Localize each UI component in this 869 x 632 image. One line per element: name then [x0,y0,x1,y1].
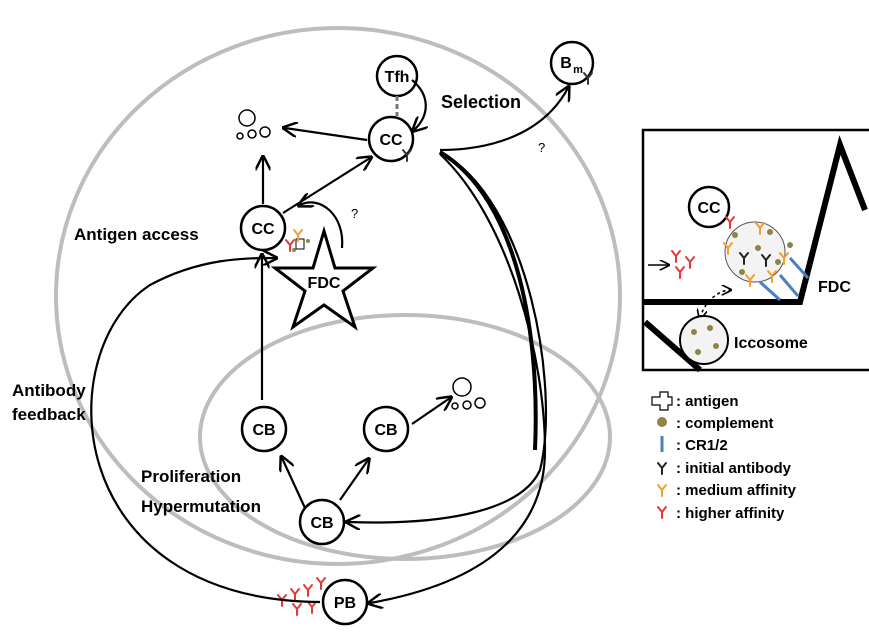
inset-cc-cell [687,185,731,229]
legend-item-receptor: : CR1/2 [660,436,728,454]
question-mark-fdc: ? [351,206,358,221]
antigen-access-label: Antigen access [74,225,199,244]
legend-label-higher: : higher affinity [676,505,785,522]
arrow-cc-to-memory [439,88,568,152]
selection-label: Selection [441,92,521,112]
cb-right-label: CB [374,422,397,439]
legend-label-initial: : initial antibody [676,460,792,477]
question-mark-memory: ? [538,140,545,155]
iccosome-circle [679,315,729,365]
bm-subscript: m [573,64,583,76]
arrow-cb-to-apoptosis [411,398,450,425]
legend-item-antigen: : antigen [651,391,739,411]
iccosome-label: Iccosome [734,335,808,352]
arrow-cc-middle-to-cc-top [282,158,370,214]
legend-item-higher-affinity: : higher affinity [657,505,785,522]
arrows [90,79,568,604]
fdc-star-icon [270,225,378,331]
complement-icon [657,417,667,427]
arrow-cb-bottom-to-cb-right [339,460,368,501]
cc-middle-label: CC [251,221,275,238]
dark-zone-outline [198,313,612,561]
inset-panel: FDC CC [641,128,869,373]
legend-item-complement: : complement [657,415,774,432]
medium-affinity-icon [657,484,667,497]
pb-antibodies-icon [277,577,326,616]
legend-label-antigen: : antigen [676,393,739,410]
pb-cell: PB [321,578,369,626]
antibody-feedback-label-line1: Antibody [12,381,86,400]
antigen-icon [651,391,673,411]
light-zone-outline [54,26,622,566]
inset-receptors-icon [758,256,810,302]
hypermutation-label: Hypermutation [141,497,261,516]
inset-cc-label: CC [697,200,721,217]
immune-complex-icon [292,238,310,252]
cb-cell-left: CB [240,405,288,453]
bm-cell: B m [549,40,595,86]
antibody-feedback-label-line2: feedback [12,405,86,424]
inset-immune-complex-icon [723,221,793,287]
arrow-antibody-feedback [90,258,321,604]
cb-bottom-label: CB [310,515,333,532]
cb-cell-bottom: CB [298,498,346,546]
apoptotic-cells-right [451,377,486,410]
arrow-cc-recycle-to-cb [348,151,548,522]
legend-item-medium-affinity: : medium affinity [657,482,797,499]
arrow-bundle-thick [438,150,538,451]
pb-label: PB [334,595,356,612]
fdc-membrane-lower [643,319,702,373]
proliferation-label: Proliferation [141,467,241,486]
inset-fdc-label: FDC [818,279,851,296]
bm-label: B [560,55,572,72]
higher-affinity-icon [657,506,667,519]
tfh-label: Tfh [385,69,410,86]
legend-item-initial-antibody: : initial antibody [657,460,792,477]
apoptotic-cells-top [236,109,271,140]
iccosome-complement-icon [691,325,719,355]
cb-left-label: CB [252,422,275,439]
legend-label-complement: : complement [676,415,774,432]
cb-cell-right: CB [362,405,410,453]
initial-antibody-icon [657,462,667,475]
legend: : antigen : complement : CR1/2 : initial… [651,391,797,522]
arrow-cb-bottom-to-cb-left [282,458,306,509]
cc-cell-middle: CC [239,204,287,252]
arrow-fdc-to-cc [300,202,344,249]
tfh-cell: Tfh [375,54,419,98]
arrow-cc-to-apoptosis [285,128,368,142]
legend-label-medium: : medium affinity [676,482,797,499]
arrow-tfh-help [412,79,426,130]
fdc-label: FDC [308,275,341,292]
legend-label-receptor: : CR1/2 [676,437,728,454]
cc-top-label: CC [379,132,403,149]
inset-dashed-arrow [700,290,730,318]
arrow-cc-to-plasmablast [370,153,547,603]
